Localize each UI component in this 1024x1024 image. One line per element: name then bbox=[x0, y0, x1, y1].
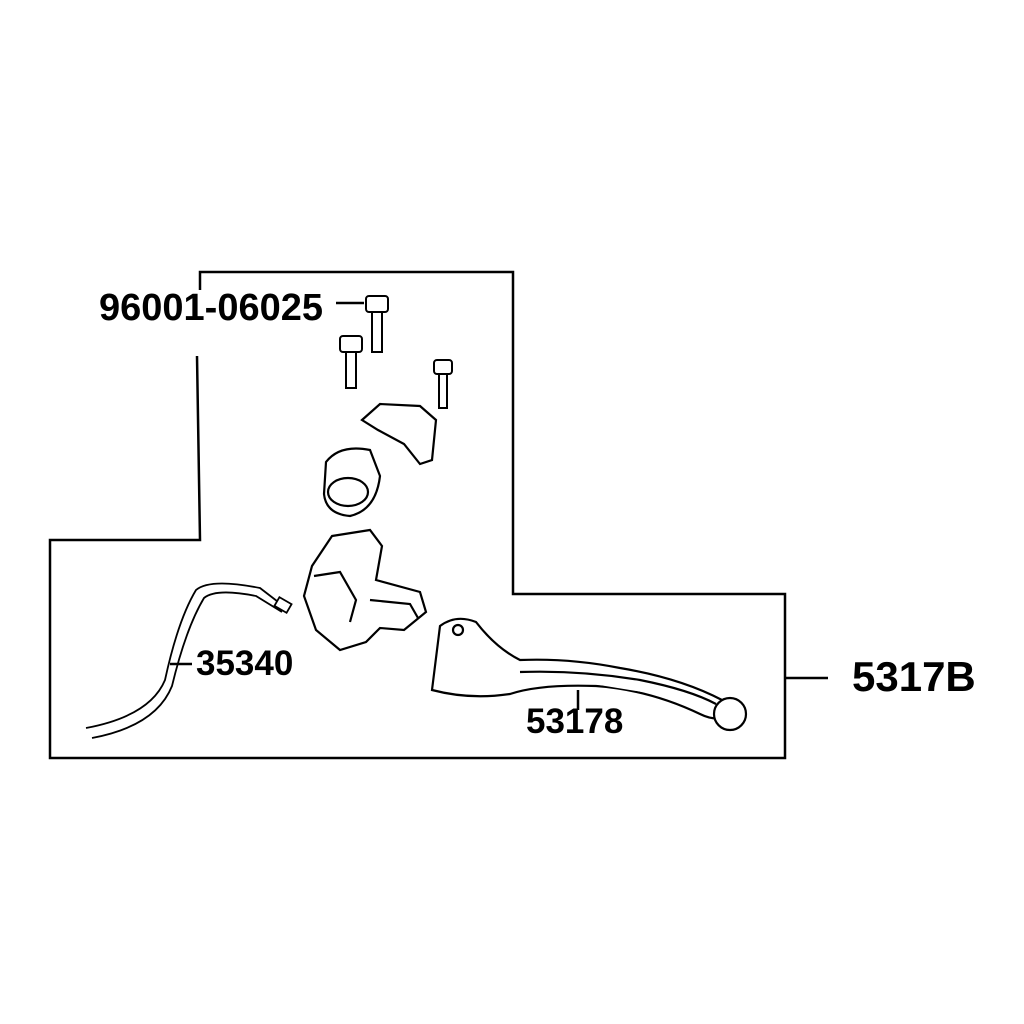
master-cylinder bbox=[302, 528, 428, 652]
lever-part-number: 53178 bbox=[526, 702, 624, 741]
bolt-3 bbox=[433, 359, 453, 409]
clamp-parts bbox=[322, 402, 438, 518]
bolts bbox=[339, 295, 453, 409]
bolt-1 bbox=[365, 295, 389, 353]
bolt-2 bbox=[339, 335, 363, 389]
switch-part-number: 35340 bbox=[196, 644, 294, 683]
bolt-part-number: 96001-06025 bbox=[99, 287, 323, 329]
assembly-outline bbox=[48, 270, 828, 760]
clamp-bracket bbox=[360, 402, 438, 466]
switch-wire bbox=[85, 582, 293, 739]
brake-lever bbox=[430, 617, 748, 732]
assembly-part-number: 5317B bbox=[852, 653, 976, 700]
